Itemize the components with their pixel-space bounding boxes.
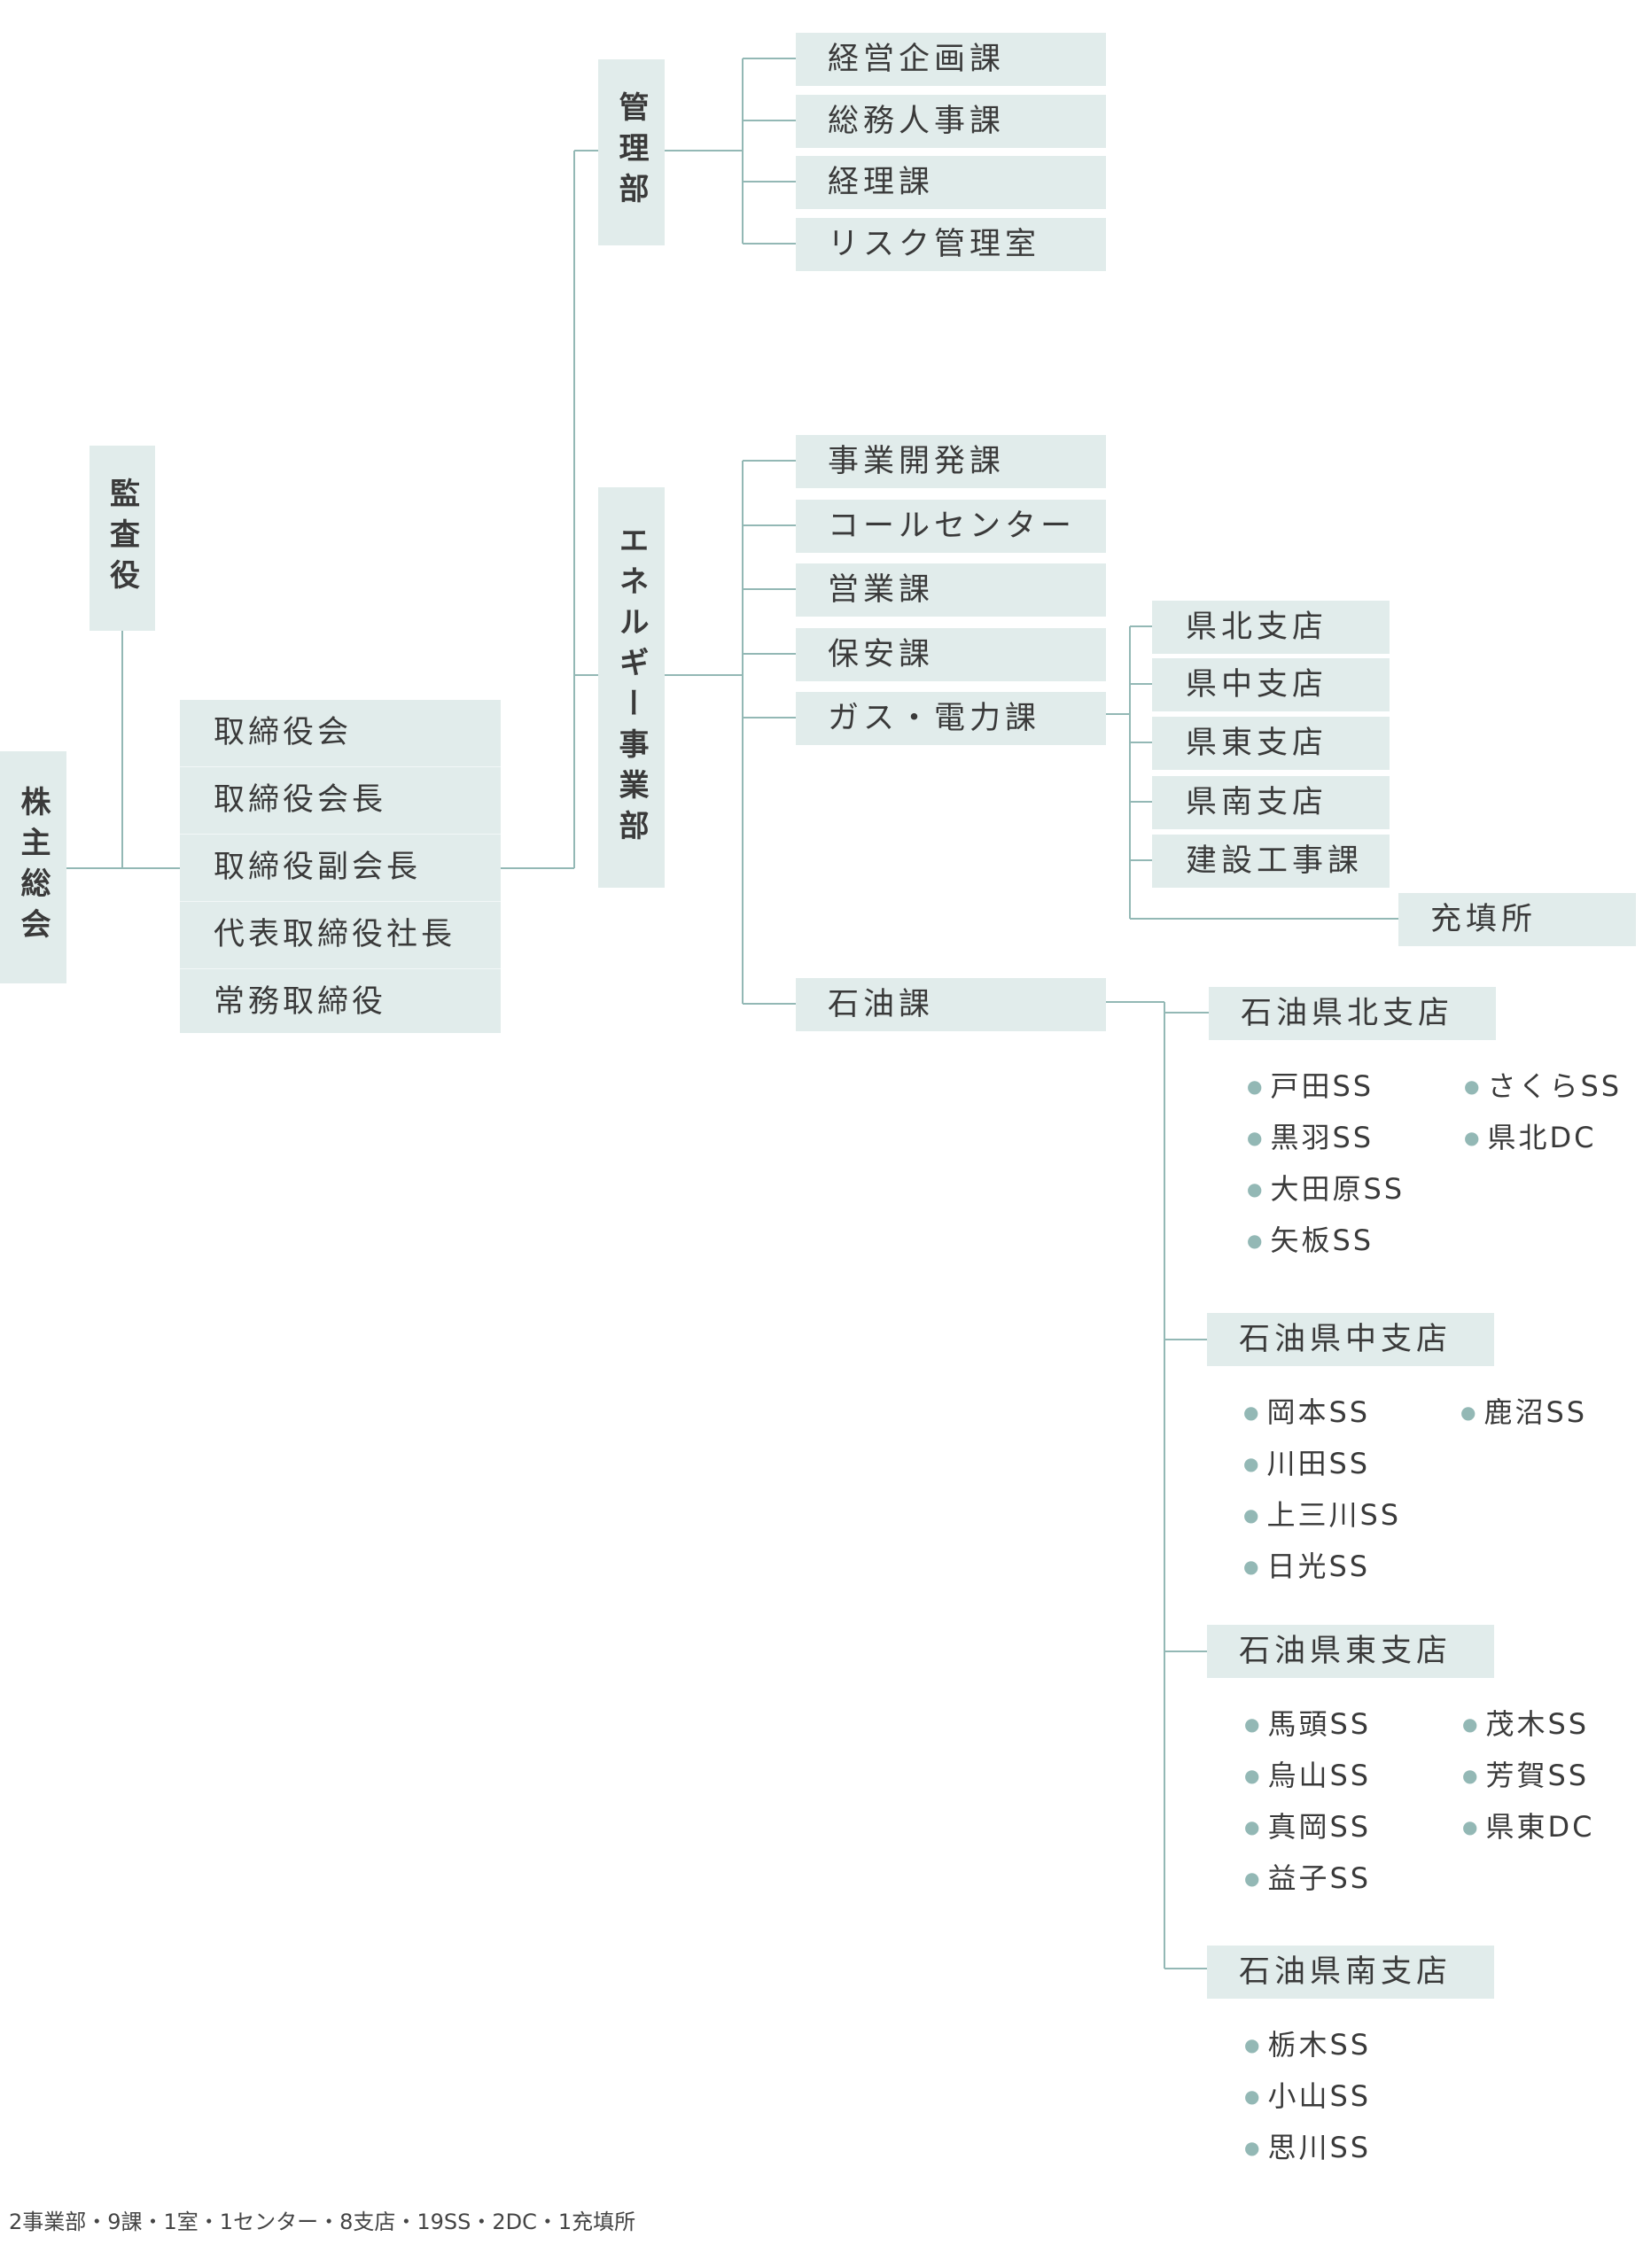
bullet-dot-icon: ● [1244,2034,1263,2055]
bullet-dot-icon: ● [1462,1765,1481,1786]
bullet-dot-icon: ● [1244,1816,1263,1837]
store-item: ●日光SS [1243,1550,1371,1583]
gas-branch-central: 県中支店 [1152,658,1390,711]
gas-construction-section: 建設工事課 [1152,835,1390,888]
bullet-dot-icon: ● [1462,1713,1481,1735]
admin-section-planning: 経営企画課 [796,33,1106,86]
board-item-chairman: 取締役会長 [180,767,501,835]
shareholders-meeting-box: 株主総会 [0,751,66,983]
bullet-dot-icon: ● [1244,2085,1263,2107]
store-item: ●川田SS [1243,1447,1371,1480]
board-item-vice-chairman: 取締役副会長 [180,835,501,902]
gas-branch-east: 県東支店 [1152,717,1390,770]
board-stack: 取締役会 取締役会長 取締役副会長 代表取締役社長 常務取締役 [180,700,501,1033]
bullet-dot-icon: ● [1244,2137,1263,2158]
bullet-dot-icon: ● [1243,1504,1262,1526]
bullet-dot-icon: ● [1462,1816,1481,1837]
board-item-meeting: 取締役会 [180,700,501,767]
auditor-box: 監査役 [90,446,155,631]
store-item: ●真岡SS [1244,1810,1372,1844]
admin-division-label: 管理部 [613,91,649,214]
bullet-dot-icon: ● [1244,1765,1263,1786]
energy-section-call-center: コールセンター [796,500,1106,553]
energy-section-safety: 保安課 [796,628,1106,681]
auditor-label: 監査役 [104,477,140,600]
oil-branch-north: 石油県北支店 [1209,987,1496,1040]
oil-branch-south: 石油県南支店 [1207,1946,1494,1999]
summary-footnote: 2事業部・9課・1室・1センター・8支店・19SS・2DC・1充填所 [9,2210,636,2234]
energy-section-oil: 石油課 [796,978,1106,1031]
store-item: ●県北DC [1464,1121,1597,1154]
store-item: ●県東DC [1462,1810,1595,1844]
store-item: ●馬頭SS [1244,1707,1372,1741]
store-item: ●芳賀SS [1462,1759,1590,1792]
oil-branch-central: 石油県中支店 [1207,1313,1494,1366]
board-item-president: 代表取締役社長 [180,902,501,969]
energy-section-gas-power: ガス・電力課 [796,692,1106,745]
bullet-dot-icon: ● [1464,1076,1483,1097]
bullet-dot-icon: ● [1460,1402,1479,1423]
shareholders-meeting-label: 株主総会 [15,786,51,949]
gas-branch-north: 県北支店 [1152,601,1390,654]
store-item: ●茂木SS [1462,1707,1590,1741]
admin-section-accounting: 経理課 [796,156,1106,209]
bullet-dot-icon: ● [1247,1178,1265,1200]
store-item: ●矢板SS [1247,1223,1374,1257]
bullet-dot-icon: ● [1247,1127,1265,1148]
store-item: ●小山SS [1244,2079,1372,2113]
board-item-managing-director: 常務取締役 [214,984,387,1020]
filling-station: 充填所 [1398,893,1636,946]
energy-section-business-dev: 事業開発課 [796,435,1106,488]
store-item: ●上三川SS [1243,1498,1402,1532]
store-item: ●益子SS [1244,1861,1372,1895]
store-item: ●さくらSS [1464,1069,1623,1103]
store-item: ●鹿沼SS [1460,1395,1588,1429]
energy-section-sales: 営業課 [796,563,1106,617]
energy-division-box: エネルギー事業部 [598,487,665,888]
store-item: ●思川SS [1244,2131,1372,2164]
store-item: ●烏山SS [1244,1759,1372,1792]
gas-branch-south: 県南支店 [1152,776,1390,829]
admin-division-box: 管理部 [598,59,665,245]
bullet-dot-icon: ● [1244,1868,1263,1889]
bullet-dot-icon: ● [1247,1076,1265,1097]
bullet-dot-icon: ● [1244,1713,1263,1735]
bullet-dot-icon: ● [1243,1453,1262,1474]
store-item: ●岡本SS [1243,1395,1371,1429]
bullet-dot-icon: ● [1243,1402,1262,1423]
bullet-dot-icon: ● [1243,1556,1262,1577]
admin-section-general-affairs: 総務人事課 [796,95,1106,148]
admin-section-risk: リスク管理室 [796,218,1106,271]
bullet-dot-icon: ● [1247,1230,1265,1251]
bullet-dot-icon: ● [1464,1127,1483,1148]
store-item: ●戸田SS [1247,1069,1374,1103]
store-item: ●栃木SS [1244,2028,1372,2062]
oil-branch-east: 石油県東支店 [1207,1625,1494,1678]
store-item: ●黒羽SS [1247,1121,1374,1154]
store-item: ●大田原SS [1247,1172,1406,1206]
energy-division-label: エネルギー事業部 [613,524,649,850]
